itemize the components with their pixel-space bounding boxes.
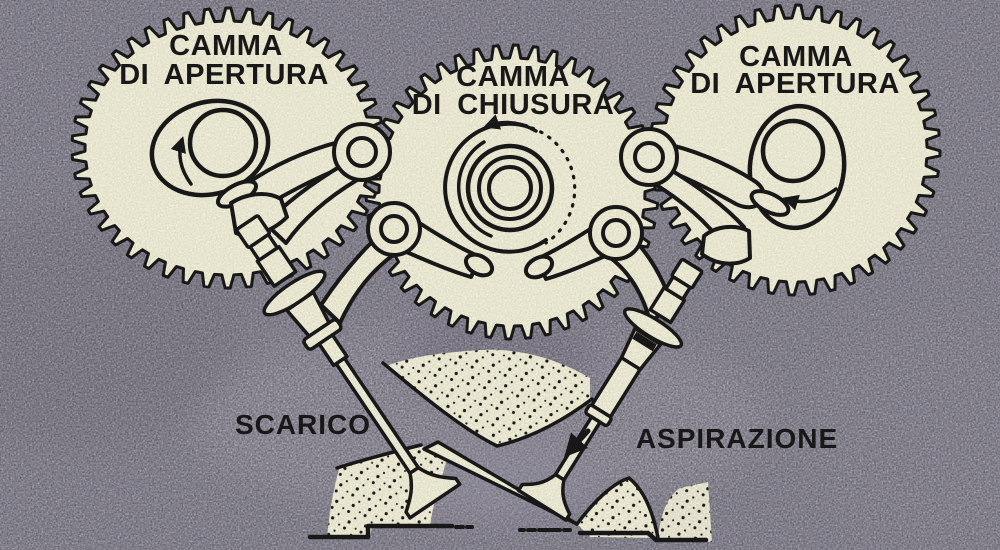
scanned-technical-diagram: CAMMA DI APERTURA CAMMA DI CHIUSURA CAMM…	[0, 0, 1000, 550]
grain-overlay	[0, 0, 1000, 550]
valve-gear-diagram: CAMMA DI APERTURA CAMMA DI CHIUSURA CAMM…	[0, 0, 1000, 550]
